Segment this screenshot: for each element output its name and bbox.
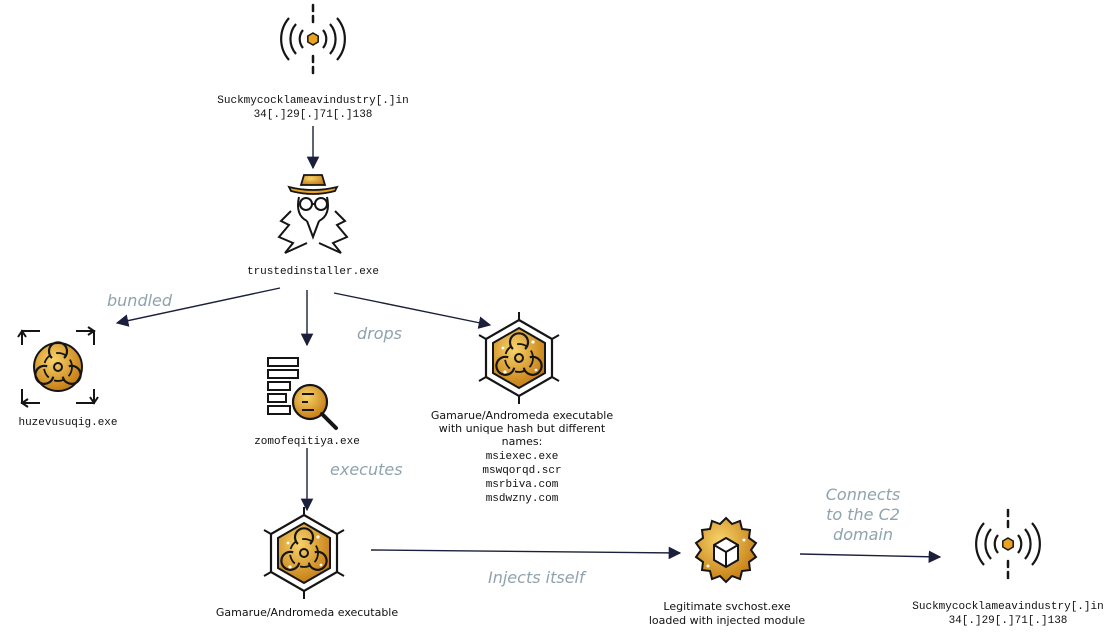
biohazard-cycle-icon <box>17 326 99 408</box>
svchost-line-1: Legitimate svchost.exe <box>663 600 790 613</box>
document-search-icon <box>267 357 338 430</box>
installer-label: trustedinstaller.exe <box>247 266 379 278</box>
arrow-drops <box>333 292 492 329</box>
spy-icon <box>277 174 349 254</box>
dropped-line-2: with unique hash but different <box>439 422 606 435</box>
antenna-icon <box>974 508 1042 580</box>
node-gamarue: Gamarue/Andromeda executable <box>216 507 399 619</box>
huzev-label: huzevusuqig.exe <box>18 417 117 429</box>
node-bottom-c2: Suckmycocklameavindustry[.]in 34[.]29[.]… <box>912 508 1104 627</box>
bottom-c2-ip: 34[.]29[.]71[.]138 <box>949 615 1068 627</box>
arrow-injects <box>370 546 682 560</box>
arrow-bundled <box>115 287 281 327</box>
node-installer: trustedinstaller.exe <box>247 174 379 278</box>
node-dropped: Gamarue/Andromeda executable with unique… <box>431 312 614 505</box>
zomo-label: zomofeqitiya.exe <box>254 436 360 448</box>
edge-label-connects-3: domain <box>833 525 893 544</box>
svchost-line-2: loaded with injected module <box>649 614 806 627</box>
dropped-name: msdwzny.com <box>486 493 559 505</box>
top-c2-domain: Suckmycocklameavindustry[.]in <box>217 95 408 107</box>
gamarue-label: Gamarue/Andromeda executable <box>216 606 399 619</box>
biohazard-hexagon-icon <box>479 312 559 404</box>
dropped-line-1: Gamarue/Andromeda executable <box>431 409 614 422</box>
node-zomo: zomofeqitiya.exe <box>254 357 360 448</box>
gear-cube-icon <box>694 516 758 584</box>
edge-label-connects-1: Connects <box>826 485 901 504</box>
dropped-name: msrbiva.com <box>486 479 559 491</box>
dropped-line-3: names: <box>502 435 543 448</box>
bottom-c2-domain: Suckmycocklameavindustry[.]in <box>912 601 1103 613</box>
node-top-c2: Suckmycocklameavindustry[.]in 34[.]29[.]… <box>217 3 409 121</box>
node-huzev: huzevusuqig.exe <box>17 326 118 429</box>
edge-label-bundled: bundled <box>107 291 173 310</box>
arrow-connects <box>799 550 942 564</box>
edge-label-drops: drops <box>357 324 402 343</box>
biohazard-hexagon-icon <box>264 507 344 599</box>
antenna-icon <box>279 3 347 75</box>
edge-label-injects: Injects itself <box>488 568 587 587</box>
node-svchost: Legitimate svchost.exe loaded with injec… <box>649 516 806 627</box>
top-c2-ip: 34[.]29[.]71[.]138 <box>254 109 373 121</box>
edge-label-executes: executes <box>330 460 403 479</box>
edge-label-connects-2: to the C2 <box>826 505 900 524</box>
dropped-name: mswqorqd.scr <box>482 465 561 477</box>
dropped-name: msiexec.exe <box>486 451 559 463</box>
